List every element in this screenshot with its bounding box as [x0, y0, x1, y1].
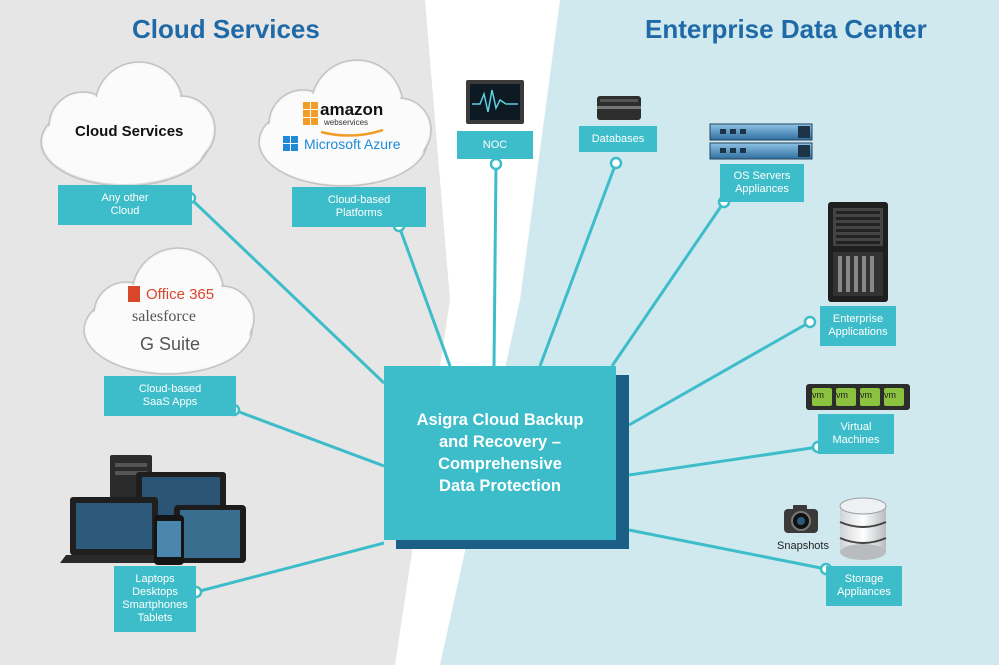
cloud-services-text: Cloud Services — [75, 123, 184, 140]
devices-icon — [60, 455, 246, 565]
vm-tag: vm — [860, 390, 872, 400]
database-server-icon — [597, 96, 641, 120]
vm-tag: vm — [884, 390, 896, 400]
windows-logo-icon — [283, 136, 298, 151]
connector-lines — [188, 162, 827, 594]
noc-monitor-icon — [466, 80, 524, 124]
heading-enterprise-data-center: Enterprise Data Center — [645, 14, 927, 44]
cloud-generic — [40, 61, 216, 187]
azure-text: Microsoft Azure — [304, 136, 401, 152]
enterprise-server-icon — [828, 202, 888, 302]
vm-tag: vm — [812, 390, 824, 400]
aws-logo-icon — [303, 102, 318, 125]
amazon-webservices-text: webservices — [324, 118, 369, 127]
label-databases: Databases — [579, 126, 657, 152]
amazon-text: amazon — [320, 100, 384, 119]
camera-icon — [784, 505, 818, 533]
salesforce-text: salesforce — [132, 308, 196, 325]
amazon-smile-icon — [320, 128, 384, 137]
gsuite-text: G Suite — [140, 334, 201, 354]
os-servers-icon — [709, 123, 813, 160]
storage-database-icon — [839, 497, 887, 560]
cloud-saas — [83, 247, 255, 375]
snapshots-text: Snapshots — [777, 540, 829, 552]
vm-tag: vm — [836, 390, 848, 400]
cloud-platforms — [258, 59, 432, 187]
virtual-machines-icon — [806, 384, 910, 410]
label-noc: NOC — [457, 131, 533, 159]
heading-cloud-services: Cloud Services — [132, 14, 320, 44]
office-logo-icon — [128, 286, 140, 302]
office365-text: Office 365 — [146, 286, 215, 303]
center-asigra-box: Asigra Cloud Backup and Recovery – Compr… — [384, 366, 616, 540]
